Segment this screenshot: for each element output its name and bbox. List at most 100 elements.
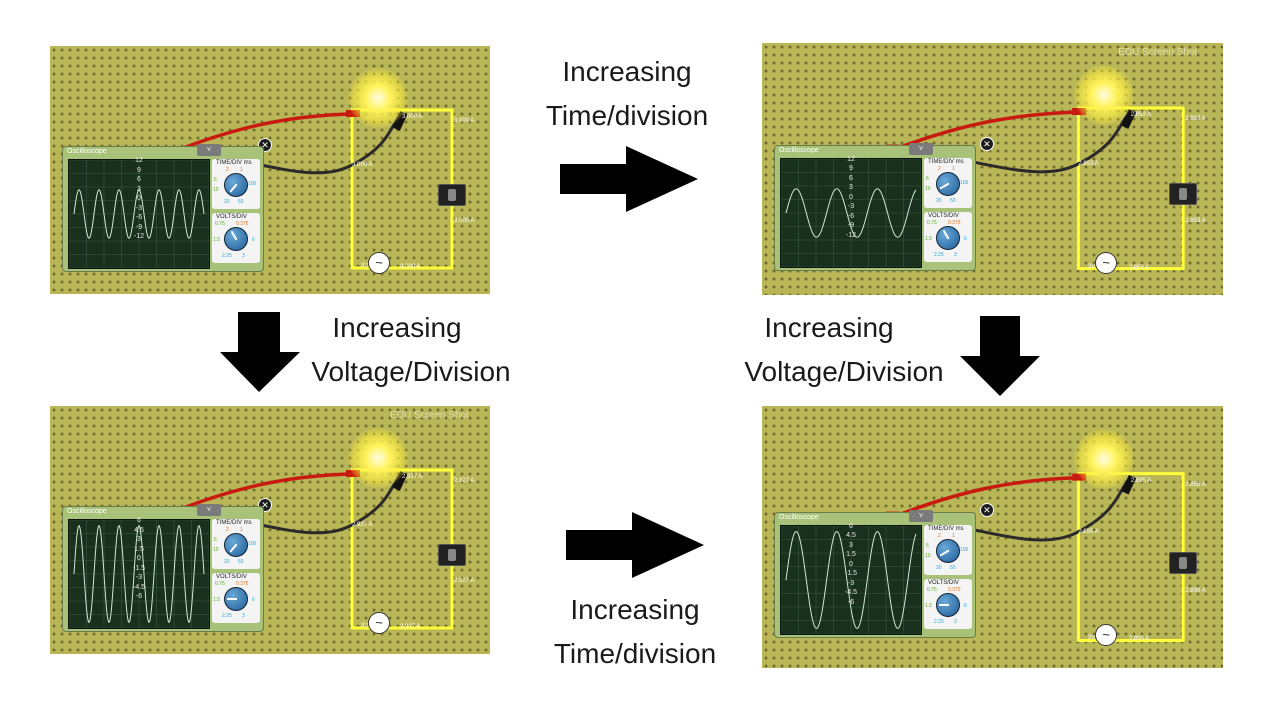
time-opt: 10: [925, 185, 931, 192]
y-tick-label: -1.5: [844, 570, 858, 578]
time-div-knob[interactable]: [936, 171, 960, 196]
volts-opt: 2.25: [222, 253, 232, 259]
watermark-text: EDU Screen Shot: [390, 410, 469, 421]
volts-div-knob[interactable]: [936, 592, 960, 617]
volts-opt: 0.75: [215, 221, 225, 227]
time-opt: 2: [938, 532, 941, 539]
time-div-knob[interactable]: [224, 173, 248, 197]
time-div-title: TIME/DIV ms: [928, 525, 964, 532]
volts-div-title: VOLTS/DIV: [216, 214, 247, 220]
ac-source-icon[interactable]: ~: [368, 612, 390, 634]
caption-top-line1: Increasing: [562, 56, 692, 87]
arrow-right-bottom: [566, 512, 704, 578]
y-tick-label: 9: [849, 165, 853, 173]
y-tick-label: 6: [849, 522, 853, 530]
light-bulb-icon[interactable]: [1074, 65, 1135, 126]
yellow-wire: [1076, 472, 1185, 642]
caption-right-line2: Voltage/Division: [744, 356, 944, 387]
y-tick-label: -3: [135, 574, 143, 581]
time-div-control: TIME/DIV ms 2 1 5 10 100 20 50: [212, 159, 260, 209]
current-readout: 2.895 A: [1185, 482, 1206, 489]
time-opt: 100: [248, 541, 257, 547]
caption-bottom-line2: Time/division: [553, 638, 717, 669]
volts-opt: 2.25: [934, 618, 944, 625]
volts-opt: 6: [252, 597, 255, 603]
yellow-wire: [1076, 106, 1185, 271]
watermark-text: EDU Screen Shot: [1118, 47, 1198, 59]
time-opt: 50: [950, 197, 956, 204]
time-opt: 100: [960, 546, 969, 553]
ac-source-icon[interactable]: ~: [368, 252, 390, 274]
close-icon[interactable]: ✕: [979, 503, 994, 518]
volts-opt: 1.5: [213, 597, 220, 603]
collapse-tab[interactable]: v: [909, 509, 933, 522]
waveform-trace: [785, 187, 917, 238]
time-opt: 20: [936, 197, 942, 204]
current-readout: 3.000 A: [454, 118, 475, 124]
y-tick-label: -4.5: [132, 583, 146, 591]
switch-icon[interactable]: [438, 184, 466, 206]
black-probe-clip: [1121, 109, 1136, 129]
time-opt: 1: [952, 532, 955, 539]
time-div-knob[interactable]: [936, 538, 960, 563]
time-div-knob[interactable]: [224, 533, 248, 557]
current-readout: 2.853 A: [1130, 112, 1152, 119]
current-readout: 3.000 A: [454, 218, 475, 224]
switch-icon[interactable]: [1168, 183, 1197, 206]
switch-icon[interactable]: [1168, 551, 1197, 574]
close-icon[interactable]: ✕: [979, 136, 994, 151]
red-probe-wire: [177, 472, 351, 512]
black-probe-clip: [392, 111, 408, 131]
volts-div-knob[interactable]: [224, 587, 248, 611]
light-bulb-icon[interactable]: [348, 68, 408, 128]
red-probe-wire: [177, 112, 351, 152]
light-bulb-icon[interactable]: [1074, 429, 1135, 490]
volts-div-title: VOLTS/DIV: [928, 212, 959, 219]
volts-opt: 3: [954, 618, 957, 625]
switch-icon[interactable]: [438, 544, 466, 566]
volts-div-knob[interactable]: [224, 227, 248, 251]
caption-left: Increasing Voltage/Division: [296, 306, 526, 394]
waveform-trace: [73, 189, 205, 239]
time-opt: 1: [240, 527, 243, 533]
current-readout: 2.927 A: [402, 474, 423, 480]
y-tick-label: 3: [137, 536, 141, 543]
ac-source-icon[interactable]: ~: [1095, 623, 1118, 646]
time-opt: 5: [214, 177, 217, 183]
y-tick-label: 12: [847, 155, 855, 163]
light-bulb-icon[interactable]: [348, 428, 408, 488]
collapse-tab[interactable]: v: [197, 504, 221, 516]
current-readout: 2.895 A: [1078, 528, 1099, 535]
y-tick-label: 6: [849, 174, 853, 182]
time-opt: 20: [936, 564, 942, 571]
time-opt: 5: [926, 175, 929, 182]
time-opt: 50: [950, 564, 956, 571]
y-tick-label: -12: [845, 231, 857, 239]
y-tick-label: -9: [847, 222, 855, 230]
oscilloscope-title: Oscilloscope: [779, 513, 819, 521]
volts-opt: 0.375: [948, 586, 961, 593]
y-tick-label: 1.5: [134, 545, 144, 553]
y-tick-label: -9: [135, 223, 143, 231]
arrow-right-top: [560, 146, 698, 212]
collapse-tab[interactable]: v: [197, 144, 221, 156]
y-tick-label: 12: [135, 157, 143, 164]
volts-div-knob[interactable]: [936, 225, 960, 250]
collapse-tab[interactable]: v: [909, 142, 933, 155]
y-tick-label: 9: [137, 166, 141, 174]
current-readout: 2.927 A: [352, 522, 373, 528]
y-tick-label: -6: [847, 212, 855, 220]
current-readout: 2.853 A: [1185, 116, 1206, 123]
screen-grid: [781, 525, 921, 634]
y-tick-label: 4.5: [846, 532, 856, 540]
time-div-title: TIME/DIV ms: [928, 158, 964, 165]
volts-opt: 1.5: [925, 602, 932, 609]
source-voltage-label: 3V: [1087, 263, 1096, 270]
waveform-plot: [69, 520, 209, 628]
ac-source-icon[interactable]: ~: [1095, 252, 1118, 275]
time-opt: 5: [214, 537, 217, 543]
